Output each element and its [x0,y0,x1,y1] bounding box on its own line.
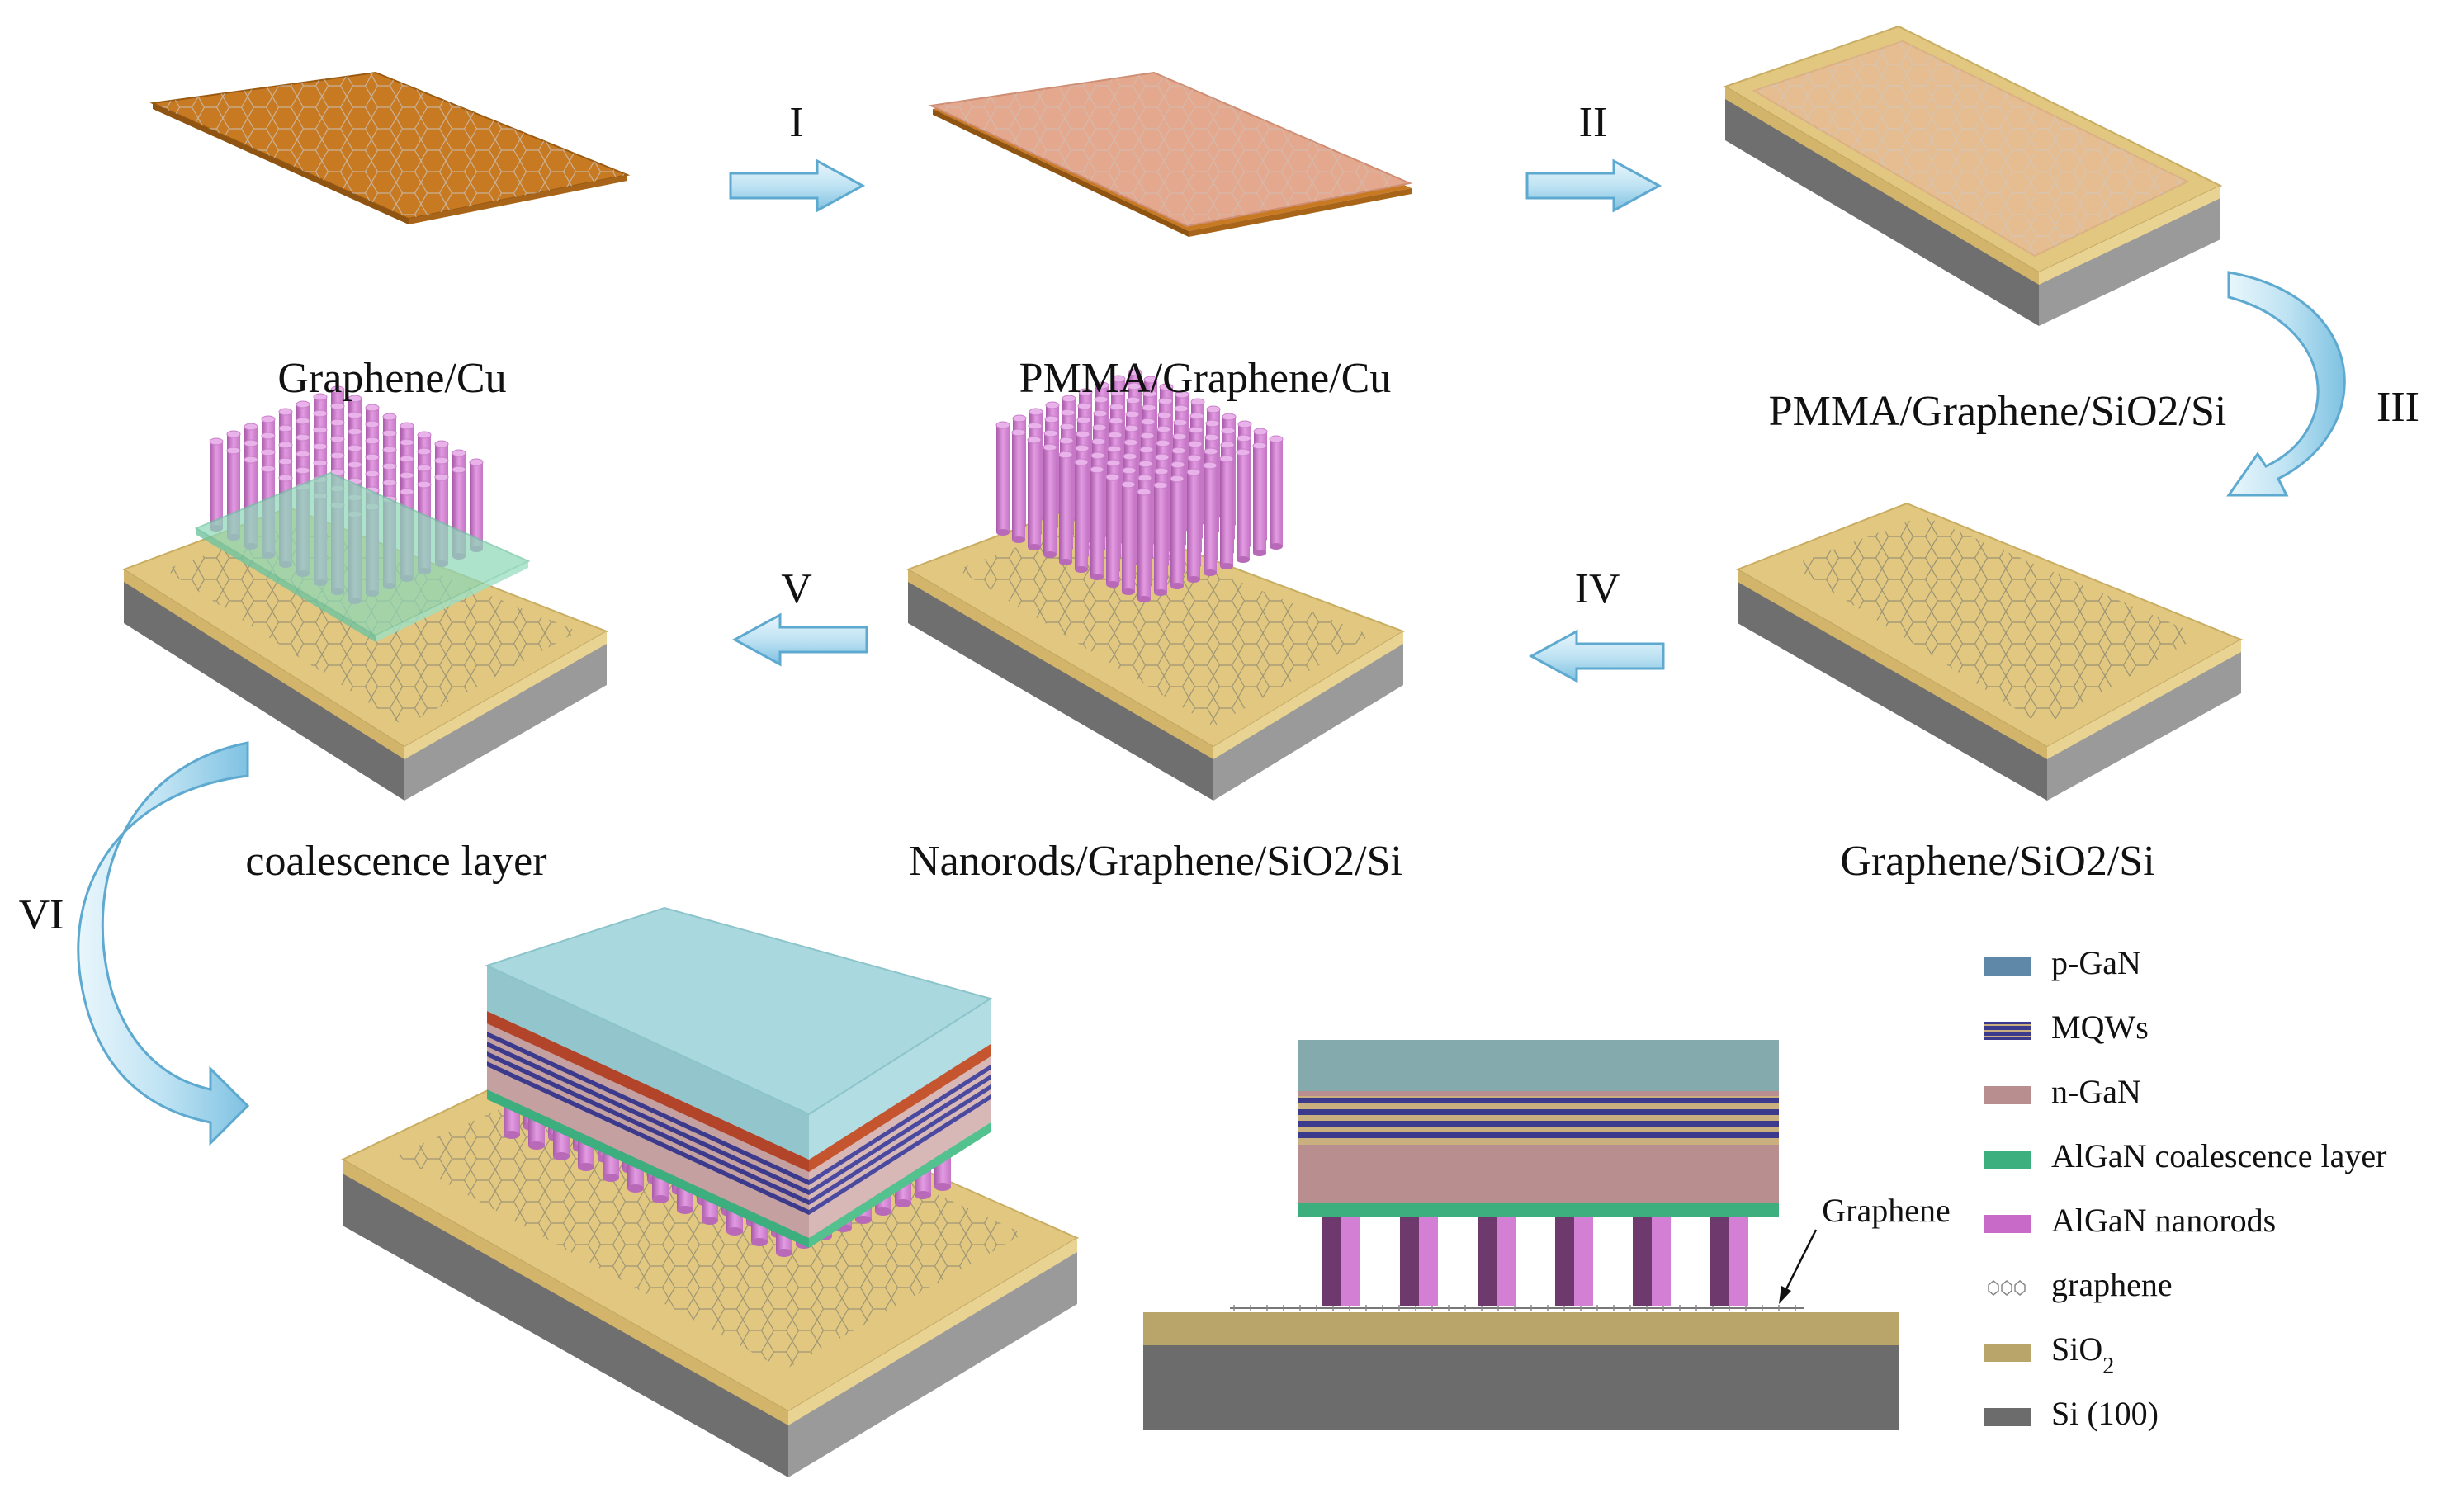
mqw-stripe [1298,1098,1779,1103]
label-step1: Graphene/Cu [277,355,506,402]
nanorod [1153,481,1168,596]
nanorod [1074,458,1089,573]
cross-section-graphene-line [1233,1305,1796,1311]
nanorod [1478,1217,1516,1306]
mqw-stripe [1298,1109,1779,1115]
step2-pmma-graphene-cu [928,71,1413,237]
mqw-stripe [809,1094,991,1215]
mqw-stripe [487,1032,809,1185]
label-step3: PMMA/Graphene/SiO2/Si [1769,388,2227,435]
arrow-V [731,612,868,667]
arrow-II [1525,158,1662,213]
arrow-label-IV: IV [1575,565,1620,612]
nanorod [1043,443,1057,558]
legend-label: Si (100) [2051,1395,2159,1432]
legend-label: p-GaN [2051,944,2141,981]
nanorod [995,421,1010,536]
step5-nanorods-graphene-sio2-si [906,368,1406,801]
nanorod [1555,1217,1593,1306]
arrow-VI [77,741,250,1146]
step4-graphene-sio2-si [1735,502,2244,801]
label-step5: Nanorods/Graphene/SiO2/Si [909,838,1402,885]
legend-label: n-GaN [2051,1073,2141,1110]
mqw-stripe [809,1075,991,1195]
nanorod [1027,436,1042,550]
nanorod [1137,488,1152,602]
legend-item: MQWs [1984,1009,2149,1046]
nanorod [1105,473,1120,588]
label-step2: PMMA/Graphene/Cu [1019,355,1392,402]
legend-swatch [1984,1151,2031,1169]
legend-swatch [1984,957,2031,976]
nanorod [1170,475,1185,589]
arrow-label-I: I [789,99,803,146]
mqw-stripe [809,1065,991,1185]
legend-label: graphene [2051,1266,2173,1303]
nanorod [1269,435,1284,550]
nanorod [1252,442,1267,556]
device-cross-section [1143,1040,1899,1430]
legend-label: SiO2 [2051,1330,2114,1379]
nanorod [1710,1217,1748,1306]
mqw-stripe [1298,1121,1779,1127]
arrow-label-III: III [2376,384,2419,431]
legend-swatch [1984,1215,2031,1233]
legend-swatch [1984,1344,2031,1362]
mqw-stripe [487,1051,809,1205]
legend-swatch [1984,1408,2031,1426]
nanorod [1121,480,1136,595]
legend-swatch [1984,1086,2031,1104]
cross-section-nanorods [1322,1217,1748,1306]
legend-label: AlGaN coalescence layer [2051,1137,2386,1174]
legend-label: MQWs [2051,1009,2149,1046]
graphene-swatch-icon [1988,1280,2026,1296]
cross-section-mqws [1298,1096,1779,1145]
nanorod [1322,1217,1360,1306]
nanorod [1219,455,1234,569]
mqw-stripe [487,1042,809,1195]
legend-item: Si (100) [1984,1395,2159,1432]
arrow-label-V: V [781,565,812,612]
arrow-IV [1528,629,1665,683]
legend-item: n-GaN [1984,1073,2141,1110]
mqw-stripes-3d [487,1032,991,1215]
legend-item: AlGaN nanorods [1984,1202,2276,1239]
step6-coalescence-layer [121,385,609,801]
mqw-stripe [487,1061,809,1215]
nanorod [1633,1217,1671,1306]
legend-item: graphene [1988,1266,2173,1303]
arrow-III [2226,271,2346,497]
step1-graphene-cu [149,71,631,224]
arrow-label-II: II [1579,99,1608,146]
legend-item: p-GaN [1984,944,2141,981]
legend-label: AlGaN nanorods [2051,1202,2276,1239]
arrow-label-VI: VI [19,891,64,938]
label-step6: coalescence layer [245,838,546,885]
nanorod [1400,1217,1438,1306]
label-step4: Graphene/SiO2/Si [1840,838,2154,885]
legend: p-GaN MQWs n-GaN AlGaN coalescence layerAlG… [1984,944,2386,1432]
nanorod [1236,448,1251,563]
graphene-callout: Graphene [1822,1192,1950,1229]
nanorod-array-step5 [995,368,1284,602]
nanorod [1186,468,1201,583]
mqw-stripe [1298,1132,1779,1138]
step3-pmma-graphene-sio2-si [1723,25,2223,326]
arrow-I [729,158,866,213]
nanorod [1058,451,1073,565]
nanorod [1090,465,1104,580]
legend-item: SiO2 [1984,1330,2114,1379]
legend-item: AlGaN coalescence layer [1984,1137,2386,1174]
nanorod [1203,461,1218,576]
mqw-stripe [809,1084,991,1205]
nanorod [1011,428,1026,543]
final-led-device-3d [340,906,1080,1477]
